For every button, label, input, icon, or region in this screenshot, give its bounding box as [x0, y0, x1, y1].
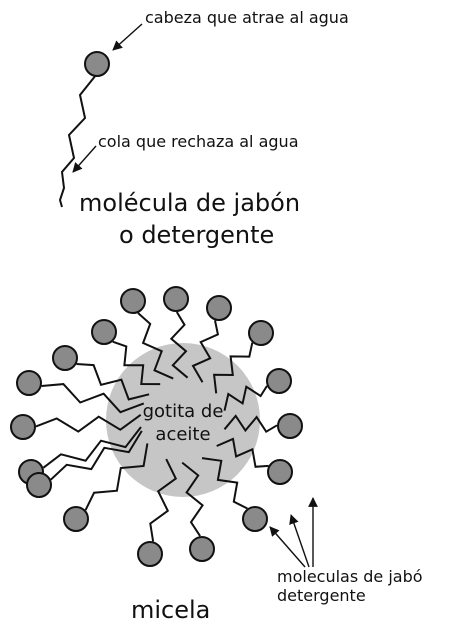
- micelle-tail: [169, 311, 189, 379]
- molecule-tail: [58, 74, 97, 208]
- micelle-tail: [212, 342, 254, 394]
- micelle-head: [137, 541, 163, 567]
- molecules-label-line2: detergente: [277, 586, 366, 605]
- micelle-head: [266, 368, 292, 394]
- micelle-head: [52, 345, 78, 371]
- molecule-title-line2: o detergente: [119, 221, 275, 249]
- micelle-title: micela: [131, 596, 211, 624]
- micelle-tail: [112, 340, 161, 386]
- micelle-tail: [149, 458, 178, 542]
- tail-label-arrow: [72, 145, 97, 173]
- micelle-tail: [41, 383, 145, 414]
- micelle-head: [26, 472, 52, 498]
- molecules-label-arrows: [269, 497, 318, 568]
- micelle-head: [163, 286, 189, 312]
- head-label-arrow: [112, 23, 143, 51]
- micelle-tail: [223, 385, 268, 411]
- micelle-heads: [10, 286, 303, 567]
- micelle-head: [120, 288, 146, 314]
- micelle-tails: [35, 311, 278, 542]
- molecule-head: [84, 51, 110, 77]
- micelle-tail: [35, 413, 142, 433]
- molecules-label-line1: moleculas de jabó: [277, 567, 423, 586]
- micelle: [10, 286, 303, 567]
- micelle-tail: [42, 426, 142, 469]
- tail-label: cola que rechaza al agua: [98, 132, 299, 151]
- micelle-tail: [223, 414, 278, 434]
- micelle-head: [277, 413, 303, 439]
- micelle-head: [63, 506, 89, 532]
- micelle-head: [10, 414, 36, 440]
- micelle-head: [267, 459, 293, 485]
- micelle-tail: [191, 320, 220, 383]
- micelle-tail: [181, 461, 204, 537]
- micelle-head: [206, 295, 232, 321]
- molecule-title-line1: molécula de jabón: [79, 189, 301, 217]
- micelle-tail: [76, 363, 150, 401]
- micelle-tail: [84, 443, 149, 511]
- oil-droplet-label-line1: gotita de: [142, 401, 224, 422]
- micelle-head: [242, 506, 268, 532]
- micelle-head: [189, 536, 215, 562]
- micelle-tail: [216, 437, 269, 468]
- micelle-head: [91, 319, 117, 345]
- head-label: cabeza que atrae al agua: [145, 8, 349, 27]
- soap-molecule: [58, 51, 110, 208]
- oil-droplet-label-line2: aceite: [155, 424, 211, 445]
- micelle-tail: [137, 312, 174, 380]
- micelle-tail: [50, 430, 143, 481]
- micelle-head: [16, 370, 42, 396]
- micelle-head: [248, 320, 274, 346]
- micelle-tail: [201, 457, 248, 510]
